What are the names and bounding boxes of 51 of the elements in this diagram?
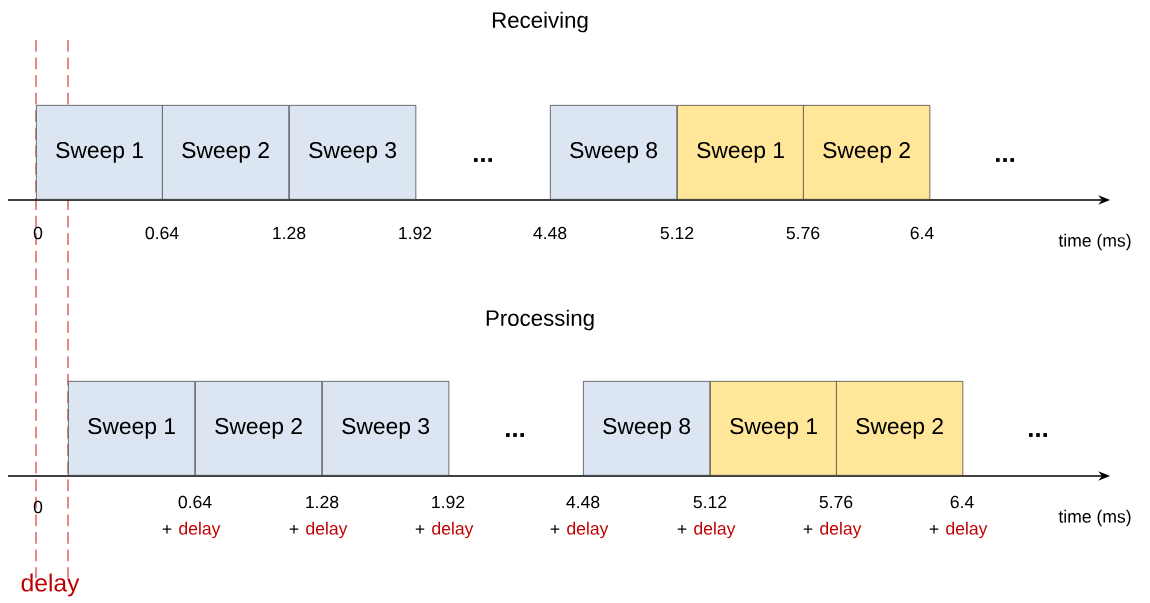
plus-sign: + [162, 524, 172, 534]
tick-label: 6.4 [910, 226, 934, 240]
tick-label: 1.28 [273, 226, 306, 240]
sweep-box: Sweep 2 [195, 381, 323, 476]
ellipsis: ... [506, 433, 524, 437]
delay-label: delay [21, 573, 80, 597]
tick-label: 6.4 [950, 495, 974, 509]
sweep-box: Sweep 3 [289, 105, 417, 200]
tick-label: 0 [33, 500, 43, 514]
tick-label: 1.28 [306, 495, 339, 509]
ellipsis: ... [996, 158, 1014, 162]
tick-label: 0.64 [178, 495, 212, 509]
ellipsis: ... [1029, 433, 1047, 437]
delay-label: delay [567, 521, 609, 539]
sweep-box: Sweep 2 [803, 105, 931, 200]
sweep-box: Sweep 1 [68, 381, 196, 476]
tick-label: 1.92 [432, 495, 465, 509]
sweep-box: Sweep 1 [677, 105, 805, 200]
sweep-box: Sweep 8 [583, 381, 711, 476]
tick-label: 5.12 [660, 226, 694, 240]
tick-label: 4.48 [533, 226, 567, 240]
sweep-box: Sweep 1 [36, 105, 164, 200]
sweep-box: Sweep 2 [836, 381, 964, 476]
plus-sign: + [289, 524, 299, 534]
title: Receiving [492, 11, 588, 33]
delay-label: delay [432, 521, 474, 539]
plus-sign: + [415, 524, 425, 534]
delay-label: delay [179, 521, 221, 539]
tick-label: 5.76 [819, 495, 853, 509]
plus-sign: + [550, 524, 560, 534]
delay-label: delay [820, 521, 862, 539]
ellipsis: ... [474, 158, 492, 162]
plus-sign: + [929, 524, 939, 534]
axis-label: time (ms) [1058, 233, 1131, 251]
tick-label: 5.12 [693, 495, 727, 509]
plus-sign: + [803, 524, 813, 534]
tick-label: 1.92 [399, 226, 432, 240]
sweep-box: Sweep 2 [162, 105, 290, 200]
tick-label: 5.76 [786, 226, 820, 240]
tick-label: 0 [33, 226, 43, 240]
sweep-box: Sweep 1 [710, 381, 838, 476]
sweep-box: Sweep 3 [322, 381, 450, 476]
plus-sign: + [677, 524, 687, 534]
delay-label: delay [694, 521, 736, 539]
sweep-box: Sweep 8 [550, 105, 678, 200]
tick-label: 0.64 [145, 226, 179, 240]
delay-label: delay [306, 521, 348, 539]
tick-label: 4.48 [566, 495, 600, 509]
title: Processing [486, 309, 594, 331]
delay-label: delay [946, 521, 988, 539]
axis-label: time (ms) [1058, 509, 1131, 527]
